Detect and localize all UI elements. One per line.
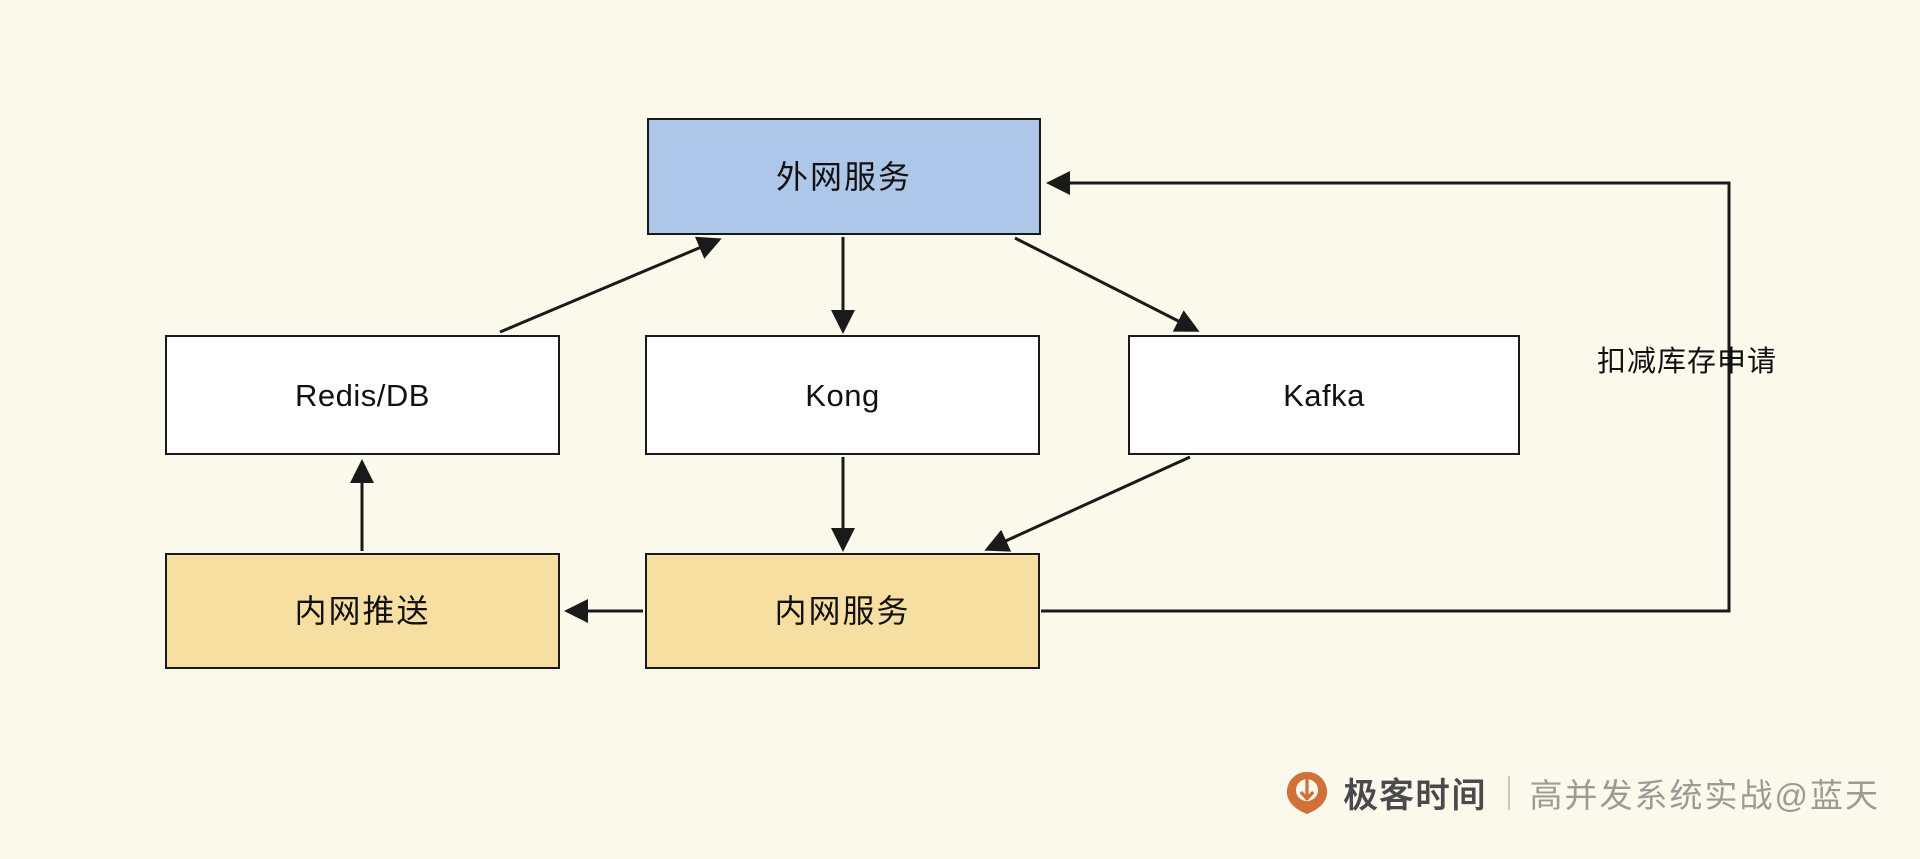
- edge-kafka-to-intranet-service: [984, 455, 1191, 552]
- watermark-brand: 极客时间: [1343, 777, 1488, 815]
- node-external-service[interactable]: 外网服务: [647, 118, 1041, 235]
- node-intranet-push-label: 内网推送: [294, 593, 431, 629]
- edge-label-deduct-inventory-request: 扣减库存申请: [1597, 346, 1778, 378]
- node-kong-label: Kong: [805, 377, 880, 413]
- geekbang-logo-icon: [1284, 770, 1330, 816]
- edge-redis-to-external: [499, 236, 722, 334]
- node-redis-db[interactable]: Redis/DB: [165, 335, 560, 455]
- watermark-separator: [1507, 775, 1510, 810]
- node-external-service-label: 外网服务: [775, 158, 912, 195]
- node-redis-db-label: Redis/DB: [295, 377, 430, 413]
- node-intranet-service[interactable]: 内网服务: [645, 553, 1040, 669]
- node-kafka-label: Kafka: [1283, 377, 1365, 413]
- edge-intranet-service-to-external: [1041, 171, 1731, 613]
- node-intranet-service-label: 内网服务: [774, 593, 911, 629]
- watermark-course: 高并发系统实战@蓝天: [1529, 776, 1880, 814]
- watermark: 极客时间 高并发系统实战@蓝天: [1284, 768, 1881, 817]
- node-kafka[interactable]: Kafka: [1128, 335, 1520, 455]
- node-intranet-push[interactable]: 内网推送: [165, 553, 560, 669]
- edge-external-to-kafka: [1014, 236, 1200, 332]
- node-kong[interactable]: Kong: [645, 335, 1040, 455]
